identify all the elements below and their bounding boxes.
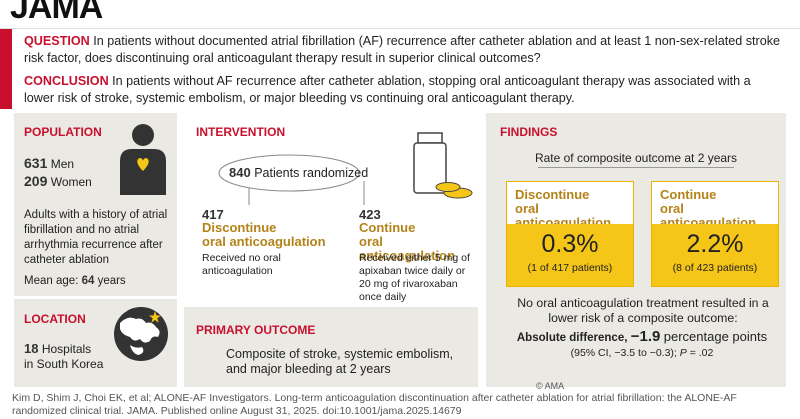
ci-text: (95% CI, −3.5 to −0.3); P = .02 bbox=[492, 347, 792, 359]
mean-age-unit: years bbox=[97, 275, 126, 287]
arm2-title: Continue oral anticoagulation bbox=[359, 221, 478, 263]
primary-outcome-text: Composite of stroke, systemic embolism, … bbox=[226, 347, 454, 376]
findings-title: FINDINGS bbox=[500, 125, 558, 139]
arm2-title-line2: oral anticoagulation bbox=[359, 234, 456, 263]
location-label-1: Hospitals bbox=[41, 342, 92, 356]
randomized-count: 840 bbox=[229, 165, 251, 180]
copyright: © AMA bbox=[536, 381, 565, 391]
arm2-count: 423 bbox=[359, 207, 381, 222]
diff-label: Absolute difference, bbox=[516, 332, 628, 344]
location-title: LOCATION bbox=[24, 312, 86, 326]
p-value: = .02 bbox=[689, 347, 714, 359]
arm1-title: Discontinue oral anticoagulation bbox=[202, 221, 326, 249]
diff-value: −1.9 bbox=[630, 328, 661, 345]
hospital-count: 18 bbox=[24, 341, 39, 356]
card2-title-line1: Continue bbox=[660, 187, 717, 202]
men-label: Men bbox=[50, 157, 75, 171]
absolute-difference: Absolute difference, −1.9 percentage poi… bbox=[492, 328, 792, 345]
p-label: P bbox=[679, 347, 687, 359]
globe-icon bbox=[114, 307, 168, 361]
citation: Kim D, Shim J, Choi EK, et al; ALONE-AF … bbox=[12, 392, 737, 417]
population-counts: 631 Men 209 Women bbox=[24, 155, 92, 191]
randomized-label: Patients randomized bbox=[254, 166, 369, 180]
mean-age: Mean age: 64 years bbox=[24, 274, 126, 289]
arm1-title-line2: oral anticoagulation bbox=[202, 234, 326, 249]
randomized-text: 840 Patients randomized bbox=[229, 165, 368, 180]
primary-outcome-title: PRIMARY OUTCOME bbox=[196, 323, 316, 337]
divider bbox=[14, 296, 177, 299]
discontinue-result-box: 0.3% (1 of 417 patients) bbox=[507, 224, 633, 286]
mean-age-value: 64 bbox=[81, 275, 95, 287]
men-count: 631 bbox=[24, 155, 48, 171]
mean-age-label: Mean age: bbox=[24, 275, 79, 287]
accent-bar bbox=[0, 29, 12, 109]
intervention-panel: INTERVENTION 840 Patients randomized 417… bbox=[184, 113, 478, 387]
findings-summary: No oral anticoagulation treatment result… bbox=[517, 296, 769, 325]
jama-logo: JAMA bbox=[10, 0, 103, 26]
arm2-description: Received either 5 mg of apixaban twice d… bbox=[359, 252, 470, 303]
discontinue-rate: 0.3% bbox=[541, 230, 599, 258]
arm2-title-line1: Continue bbox=[359, 220, 416, 235]
population-title: POPULATION bbox=[24, 125, 102, 139]
subtitle-rule bbox=[538, 167, 734, 168]
discontinue-count: (1 of 417 patients) bbox=[527, 262, 613, 274]
conclusion-label: CONCLUSION bbox=[24, 74, 109, 88]
findings-subtitle: Rate of composite outcome at 2 years bbox=[534, 151, 738, 165]
question-text: In patients without documented atrial fi… bbox=[24, 34, 781, 65]
card1-title-line1: Discontinue bbox=[515, 187, 590, 202]
continue-rate: 2.2% bbox=[686, 230, 744, 258]
continue-result-box: 2.2% (8 of 423 patients) bbox=[652, 224, 778, 286]
continue-count: (8 of 423 patients) bbox=[672, 262, 758, 274]
diff-unit: percentage points bbox=[663, 329, 768, 344]
population-panel: POPULATION 631 Men 209 Women Adults with… bbox=[14, 113, 177, 387]
arm1-title-line1: Discontinue bbox=[202, 220, 277, 235]
randomization-diagram bbox=[218, 154, 365, 205]
question-label: QUESTION bbox=[24, 34, 90, 48]
location-text: 18 Hospitals in South Korea bbox=[24, 341, 103, 372]
continue-card: Continue oral anticoagulation 2.2% (8 of… bbox=[651, 181, 779, 287]
arm1-description: Received no oral anticoagulation bbox=[202, 252, 281, 277]
location-label-2: in South Korea bbox=[24, 357, 104, 371]
question-conclusion-block: QUESTION In patients without documented … bbox=[0, 28, 800, 109]
conclusion-text: In patients without AF recurrence after … bbox=[24, 74, 751, 105]
population-description: Adults with a history of atrial fibrilla… bbox=[24, 209, 168, 266]
women-count: 209 bbox=[24, 173, 48, 189]
discontinue-card: Discontinue oral anticoagulation 0.3% (1… bbox=[506, 181, 634, 287]
arm1-count: 417 bbox=[202, 207, 224, 222]
intervention-title: INTERVENTION bbox=[196, 125, 286, 139]
conclusion: CONCLUSION In patients without AF recurr… bbox=[24, 73, 784, 107]
ci-range: (95% CI, −3.5 to −0.3); bbox=[570, 347, 677, 359]
pill-bottle-icon bbox=[413, 132, 473, 199]
women-label: Women bbox=[50, 175, 92, 189]
person-icon bbox=[120, 124, 166, 195]
question: QUESTION In patients without documented … bbox=[24, 33, 784, 67]
